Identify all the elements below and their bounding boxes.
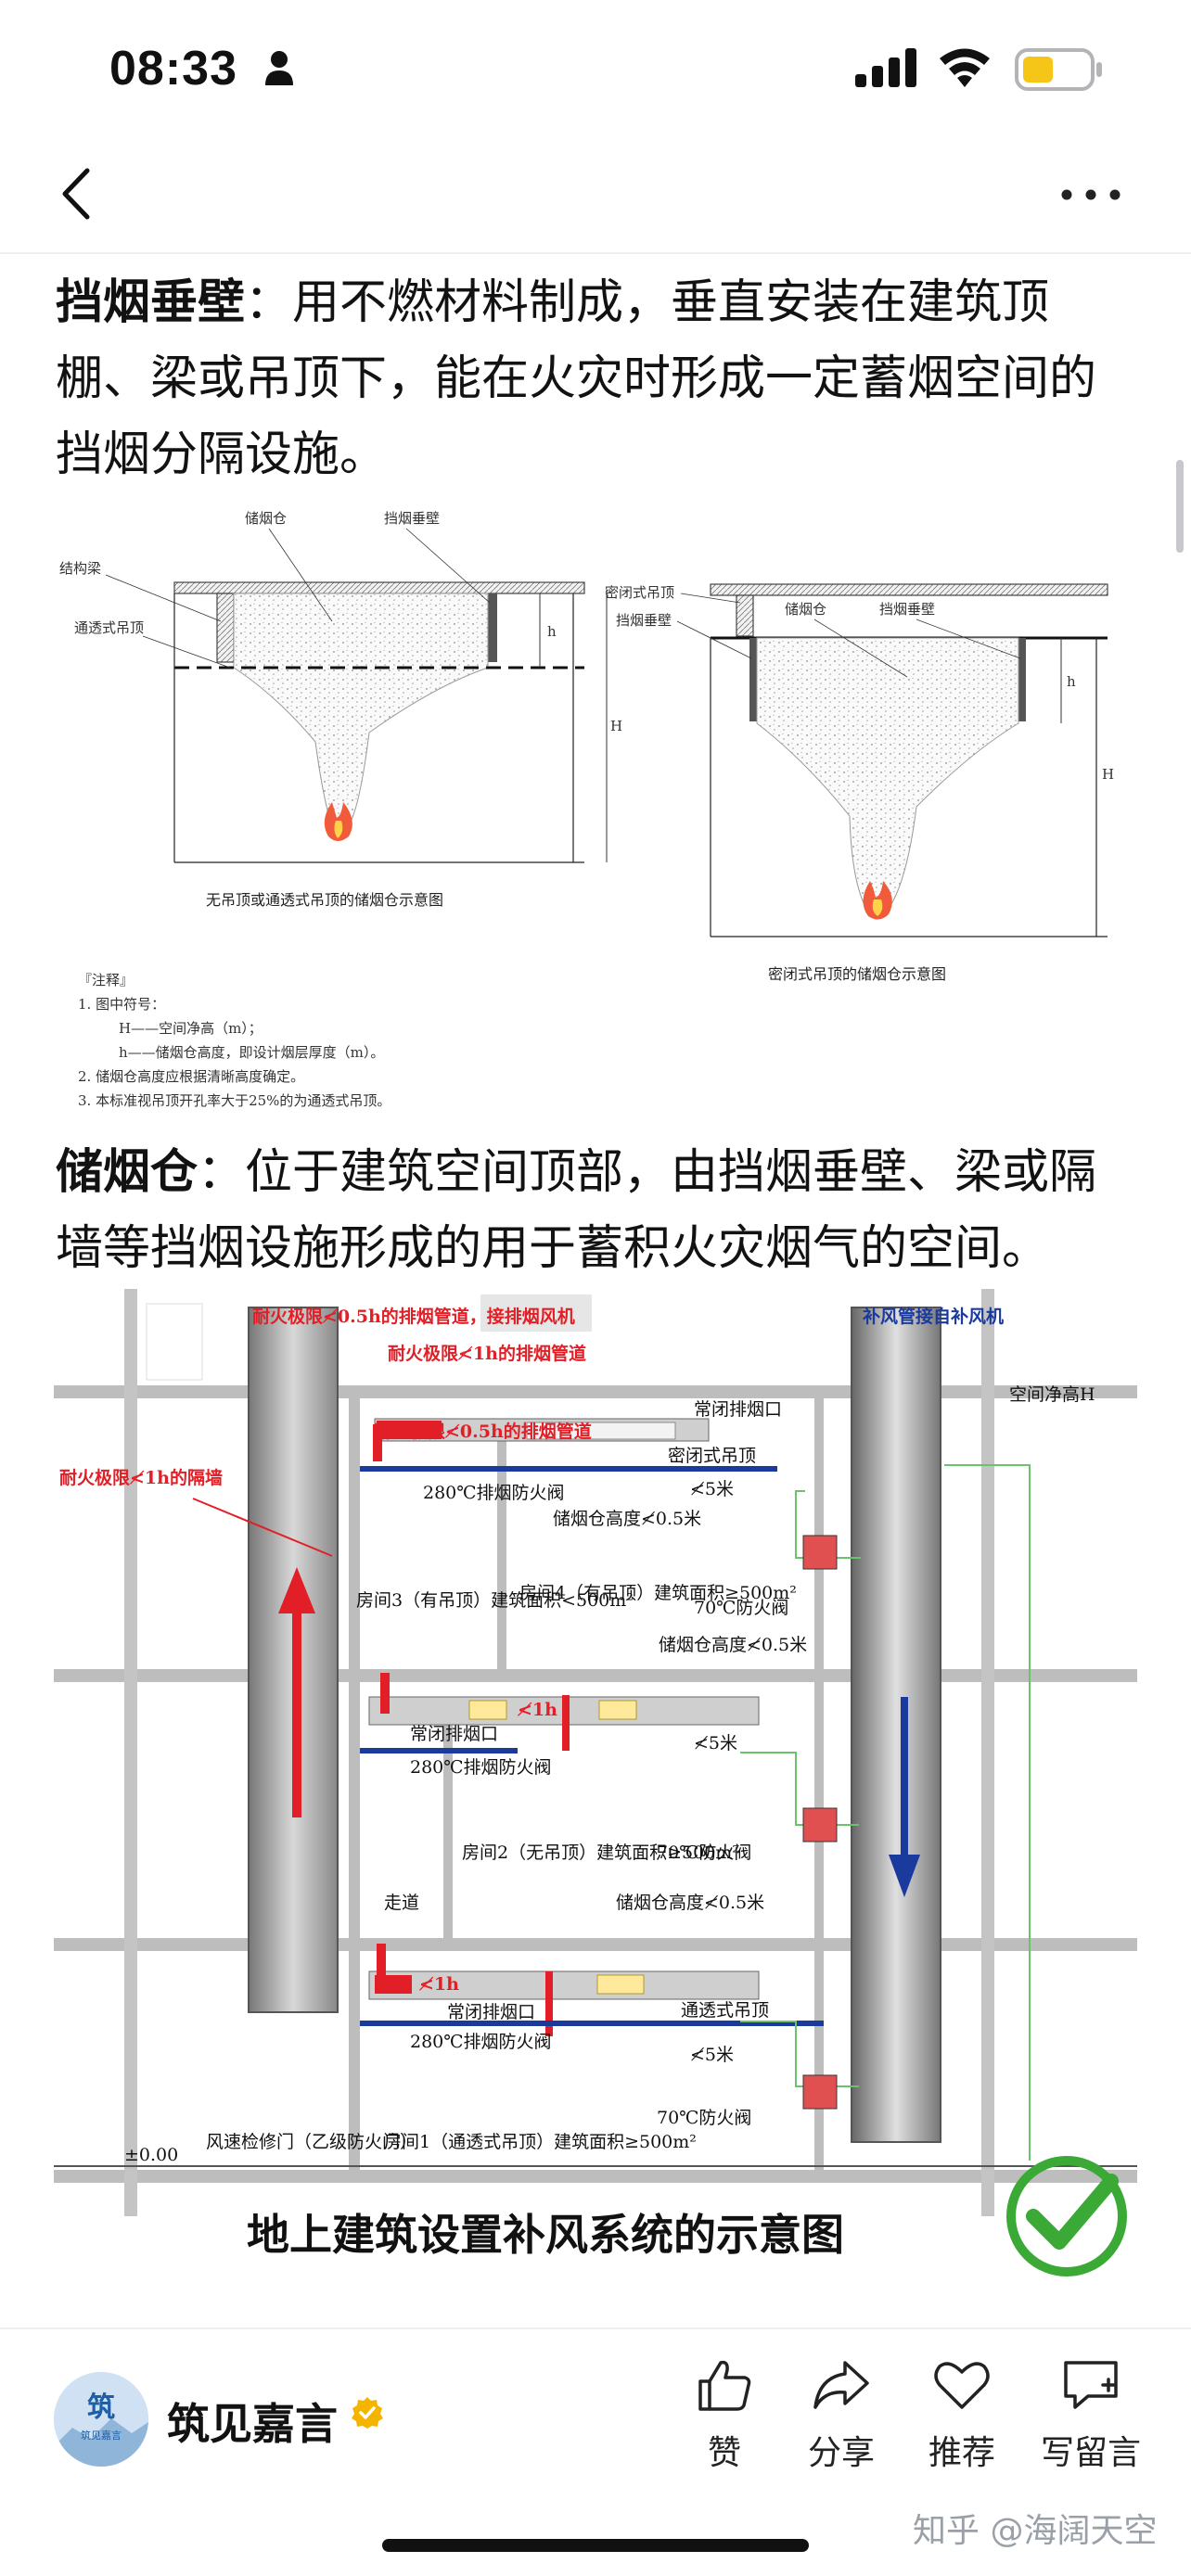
share-button[interactable]: 分享 — [790, 2357, 892, 2474]
label-H-right: H — [1102, 766, 1114, 783]
label-damper-280-top: 280℃排烟防火阀 — [423, 1483, 565, 1503]
caption-left: 无吊顶或通透式吊顶的储烟仓示意图 — [206, 891, 443, 909]
up-arrow-icon — [278, 1567, 315, 1817]
term-smoke-curtain: 挡烟垂壁 — [56, 275, 246, 330]
label-duct-low: ≮1h — [419, 1974, 459, 1995]
label-damper-70-mid: 70℃防火阀 — [657, 1843, 751, 1863]
author-name[interactable]: 筑见嘉言 — [167, 2399, 338, 2449]
note-line: 1. 图中符号： — [78, 996, 165, 1013]
figure2-title: 地上建筑设置补风系统的示意图 — [247, 2210, 844, 2260]
watermark: 知乎 @海阔天空 — [913, 2512, 1158, 2550]
note-line: 2. 储烟仓高度应根据清晰高度确定。 — [78, 1068, 304, 1085]
label-permeable-ceiling: 通透式吊顶 — [74, 619, 144, 636]
comment-button[interactable]: 写留言 — [1028, 2357, 1154, 2474]
label-pipe-1h: 耐火极限≮1h的排烟管道 — [388, 1343, 586, 1364]
label-shaft-top: 耐火极限≮0.5h的排烟管道，接排烟风机 — [252, 1306, 575, 1327]
status-time: 08:33 — [109, 42, 237, 96]
more-horizontal-icon[interactable] — [1054, 167, 1128, 223]
nav-bar — [0, 139, 1191, 254]
label-room4: 房间4（有吊顶）建筑面积≥500m² — [519, 1583, 797, 1603]
label-beam: 结构梁 — [59, 560, 101, 577]
battery-icon — [1015, 48, 1102, 91]
label-dist-top: ≮5米 — [690, 1479, 734, 1499]
share-icon — [813, 2361, 869, 2409]
note-line: H——空间净高（m）； — [119, 1020, 263, 1037]
paragraph-smoke-storage: 储烟仓：位于建筑空间顶部，由挡烟垂壁、梁或隔墙等挡烟设施形成的用于蓄积火灾烟气的… — [56, 1135, 1141, 1287]
label-exhaust-outlet-low: 常闭排烟口 — [447, 2002, 535, 2022]
figure-smoke-storage-diagrams[interactable]: 储烟仓 挡烟垂壁 结构梁 通透式吊顶 h H 无吊顶或通透式吊顶的储烟仓示意图 — [54, 501, 1137, 1128]
wifi-icon — [940, 48, 990, 87]
like-label: 赞 — [707, 2434, 741, 2472]
paragraph-text: ：位于建筑空间顶部，由挡烟垂壁、梁或隔墙等挡烟设施形成的用于蓄积火灾烟气的空间。 — [56, 1145, 1097, 1276]
label-storage-left: 储烟仓 — [245, 510, 287, 527]
comment-label: 写留言 — [1040, 2434, 1141, 2472]
label-damper-70-top: 70℃防火阀 — [694, 1598, 788, 1618]
person-icon — [265, 51, 293, 85]
avatar-subtext: 筑见嘉言 — [81, 2429, 122, 2442]
term-smoke-storage: 储烟仓 — [56, 1145, 198, 1200]
figure-notes: 『注释』 1. 图中符号： H——空间净高（m）； h——储烟仓高度，即设计烟层… — [78, 972, 391, 1109]
label-h-right: h — [1067, 673, 1076, 690]
label-room3: 房间3（有吊顶）建筑面积<500m² — [356, 1590, 634, 1611]
label-duct-mid: ≮1h — [518, 1700, 557, 1720]
comment-icon — [1064, 2361, 1118, 2409]
label-room2: 房间2（无吊顶）建筑面积≥500m² — [462, 1843, 739, 1863]
label-supply: 补风管接自补风机 — [863, 1306, 1004, 1327]
label-partition: 耐火极限≮1h的隔墙 — [59, 1467, 223, 1488]
like-button[interactable]: 赞 — [673, 2357, 775, 2474]
label-storage-right: 储烟仓 — [785, 601, 826, 618]
note-line: 『注释』 — [78, 972, 134, 988]
label-H-left: H — [610, 718, 622, 734]
verified-badge-icon — [352, 2397, 383, 2429]
label-sealed-ceiling-right: 密闭式吊顶 — [605, 584, 674, 601]
bottom-bar: 筑 筑见嘉言 筑见嘉言 赞 分享 推荐 写留言 知乎 @海阔天空 — [0, 2327, 1191, 2576]
label-corridor: 走道 — [384, 1893, 419, 1913]
home-indicator[interactable] — [382, 2539, 809, 2552]
label-pipe-05h: 耐火极限≮0.5h的排烟管道 — [375, 1421, 592, 1442]
ducts — [360, 1418, 1031, 2161]
signal-icon — [855, 48, 916, 87]
avatar[interactable]: 筑 筑见嘉言 — [54, 2372, 148, 2467]
thumbs-up-icon — [698, 2360, 751, 2411]
label-storage-height-low: 储烟仓高度≮0.5米 — [616, 1893, 764, 1913]
label-sealed-ceiling: 密闭式吊顶 — [668, 1446, 756, 1466]
figure-supply-air-system[interactable]: 耐火极限≮0.5h的排烟管道，接排烟风机 耐火极限≮1h的排烟管道 耐火极限≮0… — [54, 1289, 1137, 2290]
chevron-left-icon[interactable] — [46, 161, 111, 226]
label-damper-280-low: 280℃排烟防火阀 — [410, 2032, 552, 2052]
label-dist-mid: ≮5米 — [694, 1733, 737, 1753]
down-arrow-icon — [889, 1697, 920, 1897]
share-label: 分享 — [807, 2434, 875, 2472]
status-bar: 08:33 — [0, 0, 1191, 139]
recommend-button[interactable]: 推荐 — [911, 2357, 1013, 2474]
scroll-indicator[interactable] — [1176, 460, 1184, 553]
label-damper-70-low: 70℃防火阀 — [657, 2108, 751, 2128]
label-curtain-left: 挡烟垂壁 — [384, 510, 440, 527]
supply-shaft — [851, 1307, 941, 2143]
avatar-text: 筑 — [87, 2391, 115, 2424]
diagram-right: 密闭式吊顶 挡烟垂壁 储烟仓 挡烟垂壁 h H 密闭式吊顶的储烟仓示意图 — [605, 583, 1114, 983]
label-clear-height: 空间净高H — [1009, 1384, 1095, 1405]
recommend-label: 推荐 — [928, 2434, 995, 2472]
label-damper-280-mid: 280℃排烟防火阀 — [410, 1757, 552, 1778]
label-door: 风速检修门（乙级防火门） — [206, 2132, 417, 2152]
paragraph-text: ：用不燃材料制成，垂直安装在建筑顶棚、梁或吊顶下，能在火灾时形成一定蓄烟空间的挡… — [56, 275, 1097, 482]
note-line: h——储烟仓高度，即设计烟层厚度（m）。 — [119, 1044, 384, 1061]
label-curtain2-right: 挡烟垂壁 — [879, 601, 935, 618]
label-curtain-right: 挡烟垂壁 — [616, 612, 672, 629]
note-line: 3. 本标准视吊顶开孔率大于25%的为通透式吊顶。 — [78, 1092, 391, 1109]
label-dist-low: ≮5米 — [690, 2045, 734, 2065]
label-h-left: h — [547, 623, 557, 640]
label-storage-height-top: 储烟仓高度≮0.5米 — [553, 1509, 701, 1529]
label-room1: 房间1（通透式吊顶）建筑面积≥500m² — [384, 2132, 697, 2152]
diagram-left: 储烟仓 挡烟垂壁 结构梁 通透式吊顶 h H 无吊顶或通透式吊顶的储烟仓示意图 — [59, 510, 622, 909]
label-exhaust-outlet-top: 常闭排烟口 — [694, 1399, 782, 1420]
heart-icon — [934, 2362, 990, 2409]
label-elevation: ±0.00 — [124, 2145, 178, 2165]
label-exhaust-outlet-mid: 常闭排烟口 — [410, 1724, 498, 1744]
label-storage-height-mid: 储烟仓高度≮0.5米 — [659, 1635, 807, 1655]
check-circle-icon — [1006, 2156, 1127, 2276]
label-permeable-ceiling: 通透式吊顶 — [681, 2000, 769, 2021]
paragraph-smoke-curtain: 挡烟垂壁：用不燃材料制成，垂直安装在建筑顶棚、梁或吊顶下，能在火灾时形成一定蓄烟… — [56, 265, 1141, 493]
caption-right: 密闭式吊顶的储烟仓示意图 — [768, 965, 946, 983]
